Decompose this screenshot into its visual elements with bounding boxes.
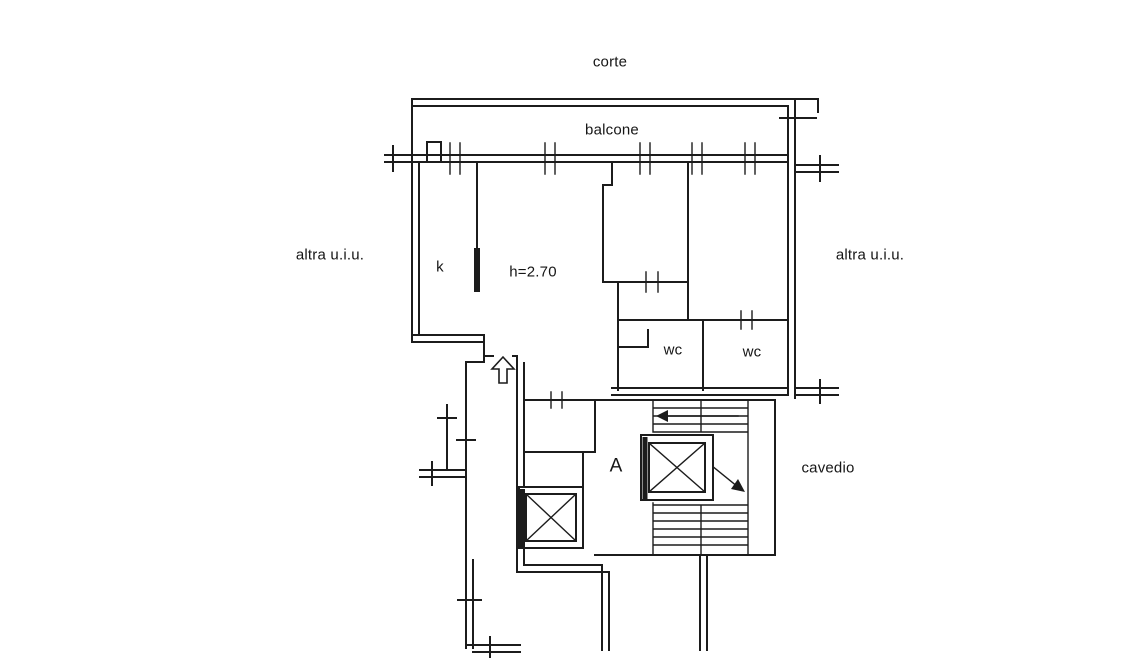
label-kitchen: k (436, 258, 444, 276)
interior-walls (474, 161, 789, 556)
corridor-walls (419, 355, 708, 658)
label-wc-right: wc (742, 343, 762, 361)
label-unit-letter: A (609, 455, 623, 477)
label-ceiling-height: h=2.70 (509, 263, 557, 281)
label-cavedio: cavedio (801, 459, 855, 477)
label-balcone: balcone (585, 121, 639, 139)
elevator-shaft-secondary (518, 486, 584, 549)
stair-arrow-icon (656, 410, 668, 422)
staircase (652, 399, 749, 556)
label-altra-uiu-right: altra u.i.u. (835, 246, 905, 264)
label-corte: corte (592, 53, 628, 71)
entrance-arrow-icon (490, 355, 516, 384)
exterior-walls (384, 98, 839, 404)
label-wc-left: wc (663, 341, 683, 359)
elevator-shaft-main (640, 434, 714, 501)
label-altra-uiu-left: altra u.i.u. (295, 246, 365, 264)
cavedio-arrow-icon (731, 479, 745, 492)
balcony-pillar (426, 141, 442, 163)
window-ticks (449, 142, 756, 175)
door-ticks (550, 271, 753, 409)
